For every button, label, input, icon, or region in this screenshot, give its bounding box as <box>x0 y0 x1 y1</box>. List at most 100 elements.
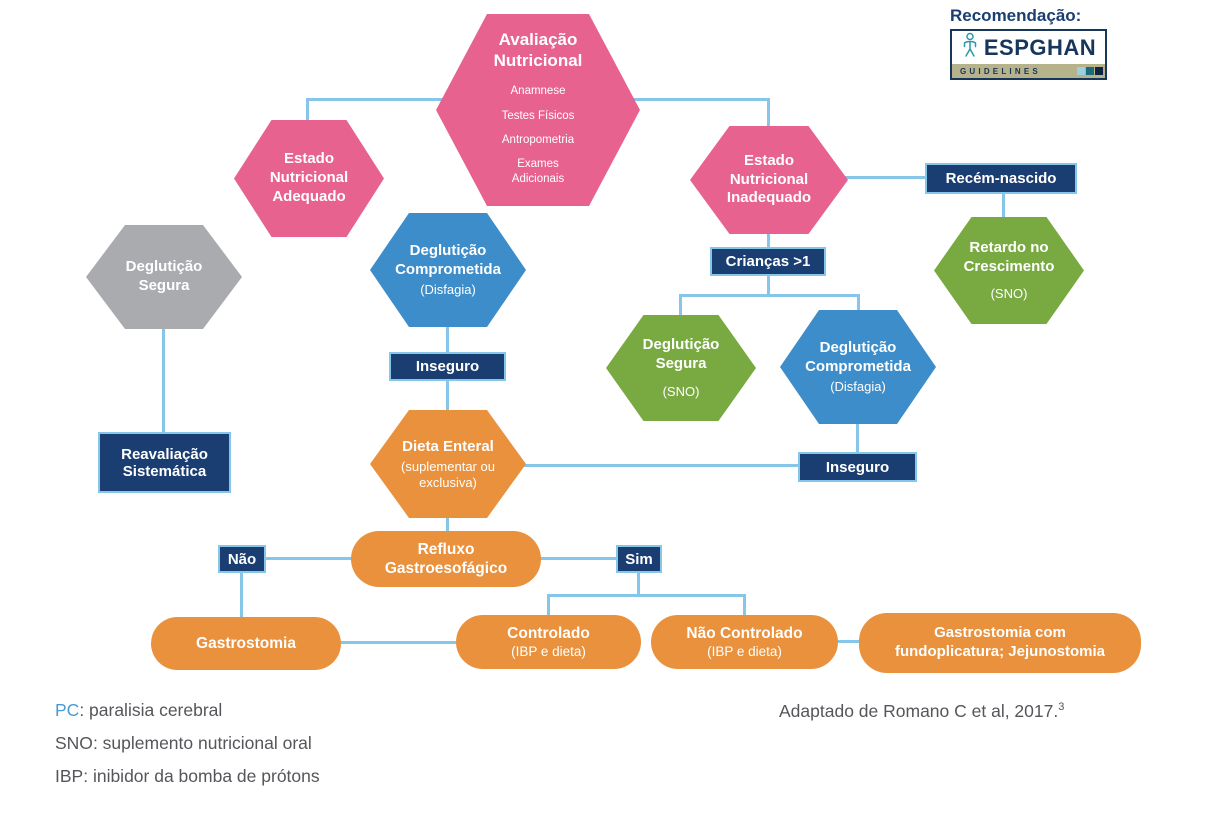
node-label: Crianças >1 <box>725 253 811 270</box>
espghan-guidelines-label: GUIDELINES <box>960 66 1041 76</box>
legend-abbr: SNO <box>55 733 93 754</box>
node-subtitle: (Disfagia) <box>830 379 886 395</box>
recommendation-label: Recomendação: <box>950 6 1082 25</box>
connector-line <box>162 320 165 436</box>
node-deglutacao-segura-sno: Deglutição Segura (SNO) <box>606 315 756 421</box>
node-subtitle: (SNO) <box>990 286 1028 302</box>
connector-line <box>1002 192 1005 222</box>
connector-line <box>767 225 770 251</box>
node-title: Deglutição Segura <box>125 258 203 294</box>
node-retardo-no-crescimento: Retardo no Crescimento (SNO) <box>934 217 1084 324</box>
connector-line <box>767 98 770 140</box>
node-recem-nascido: Recém-nascido <box>925 163 1077 194</box>
legend-abbr: PC <box>55 700 80 720</box>
connector-line <box>264 557 356 560</box>
connector-line <box>547 594 746 597</box>
node-title: Deglutição Comprometida <box>395 241 501 278</box>
node-label: Recém-nascido <box>945 170 1057 187</box>
node-title: Gastrostomia com fundoplicatura; Jejunos… <box>894 624 1105 660</box>
connector-line <box>637 572 640 596</box>
logo-square-teal <box>1086 67 1094 75</box>
node-reavaliacao-sistematica: Reavaliação Sistemática <box>98 432 231 493</box>
espghan-figure-icon <box>961 32 979 63</box>
node-avaliacao-nutricional: Avaliação Nutricional Anamnese Testes Fí… <box>436 14 640 206</box>
connector-line <box>335 641 460 644</box>
node-nao-controlado: Não Controlado (IBP e dieta) <box>651 615 838 669</box>
legend-item: PC: paralisia cerebral <box>55 700 320 720</box>
node-title: Não Controlado <box>686 624 803 642</box>
node-criancas-maior-1: Crianças >1 <box>710 247 826 276</box>
espghan-logo-main: ESPGHAN <box>952 31 1105 64</box>
node-label: Não <box>227 550 257 568</box>
legend: PC: paralisia cerebral SNO: suplemento n… <box>55 700 320 799</box>
node-dieta-enteral: Dieta Enteral (suplementar ou exclusiva) <box>370 410 526 518</box>
node-nao: Não <box>218 545 266 573</box>
connector-line <box>446 380 449 414</box>
espghan-guidelines-bar: GUIDELINES <box>952 64 1105 78</box>
connector-line <box>838 176 930 179</box>
node-label: Reavaliação Sistemática <box>121 445 208 480</box>
connector-line <box>679 294 860 297</box>
node-estado-nutricional-adequado: Estado Nutricional Adequado <box>234 120 384 237</box>
node-deglutacao-comprometida: Deglutição Comprometida (Disfagia) <box>370 213 526 327</box>
connector-line <box>832 640 864 643</box>
node-controlado: Controlado (IBP e dieta) <box>456 615 641 669</box>
node-title: Retardo no Crescimento <box>963 238 1055 275</box>
legend-text: : suplemento nutricional oral <box>92 733 312 754</box>
node-label: Inseguro <box>415 358 480 375</box>
connector-line <box>547 594 550 618</box>
credit-superscript: 3 <box>1058 701 1065 714</box>
legend-text: : inibidor da bomba de prótons <box>83 766 320 787</box>
legend-item: IBP: inibidor da bomba de prótons <box>55 766 320 786</box>
node-title: Deglutição Segura <box>642 336 720 373</box>
node-subtitle: (SNO) <box>662 383 700 399</box>
node-inseguro-2: Inseguro <box>798 452 917 482</box>
node-subtitle: (IBP e dieta) <box>707 644 782 660</box>
connector-line <box>538 557 618 560</box>
node-item: Exames Adicionais <box>511 158 565 185</box>
node-title: Gastrostomia <box>196 634 296 652</box>
connector-line <box>767 275 770 297</box>
connector-line <box>679 294 682 326</box>
node-item: Anamnese <box>510 85 566 98</box>
logo-square-dark <box>1095 67 1103 75</box>
node-item: Testes Físicos <box>501 109 575 122</box>
connector-line <box>856 418 859 455</box>
node-label: Sim <box>625 550 653 568</box>
connector-line <box>857 294 860 322</box>
node-subtitle: (Disfagia) <box>420 282 476 298</box>
espghan-logo: ESPGHAN GUIDELINES <box>950 29 1107 80</box>
node-label: Inseguro <box>825 458 890 476</box>
node-gastrostomia-fundoplicatura-jejunostomia: Gastrostomia com fundoplicatura; Jejunos… <box>859 613 1141 673</box>
node-title: Controlado <box>507 624 590 642</box>
node-sim: Sim <box>616 545 662 573</box>
connector-line <box>446 510 449 534</box>
node-deglutacao-comprometida-2: Deglutição Comprometida (Disfagia) <box>780 310 936 424</box>
logo-square-light <box>1077 67 1085 75</box>
legend-text: : paralisia cerebral <box>79 700 223 720</box>
connector-line <box>743 594 746 618</box>
node-estado-nutricional-inadequado: Estado Nutricional Inadequado <box>690 126 848 234</box>
credit-text: Adaptado de Romano C et al, 2017.3 <box>779 701 1064 722</box>
connector-line <box>240 572 243 620</box>
node-subtitle: (IBP e dieta) <box>511 644 586 660</box>
node-title: Refluxo Gastroesofágico <box>384 540 508 577</box>
espghan-logo-text: ESPGHAN <box>983 34 1097 60</box>
node-gastrostomia: Gastrostomia <box>151 617 341 670</box>
node-subtitle: (suplementar ou exclusiva) <box>401 459 495 490</box>
node-title: Dieta Enteral <box>402 437 494 455</box>
node-deglutacao-segura: Deglutição Segura <box>86 225 242 329</box>
node-title: Deglutição Comprometida <box>805 338 911 375</box>
credit-main: Adaptado de Romano C et al, 2017. <box>779 701 1059 721</box>
node-title: Estado Nutricional Inadequado <box>726 151 812 207</box>
connector-line <box>306 98 456 101</box>
connector-line <box>446 316 449 356</box>
node-inseguro-1: Inseguro <box>389 352 506 381</box>
connector-line <box>620 98 770 101</box>
legend-abbr: IBP <box>55 766 84 787</box>
node-title: Estado Nutricional Adequado <box>269 150 349 205</box>
node-refluxo-gastroesofagico: Refluxo Gastroesofágico <box>351 531 541 587</box>
node-item: Antropometria <box>501 134 575 147</box>
node-title: Avaliação Nutricional <box>493 29 583 71</box>
